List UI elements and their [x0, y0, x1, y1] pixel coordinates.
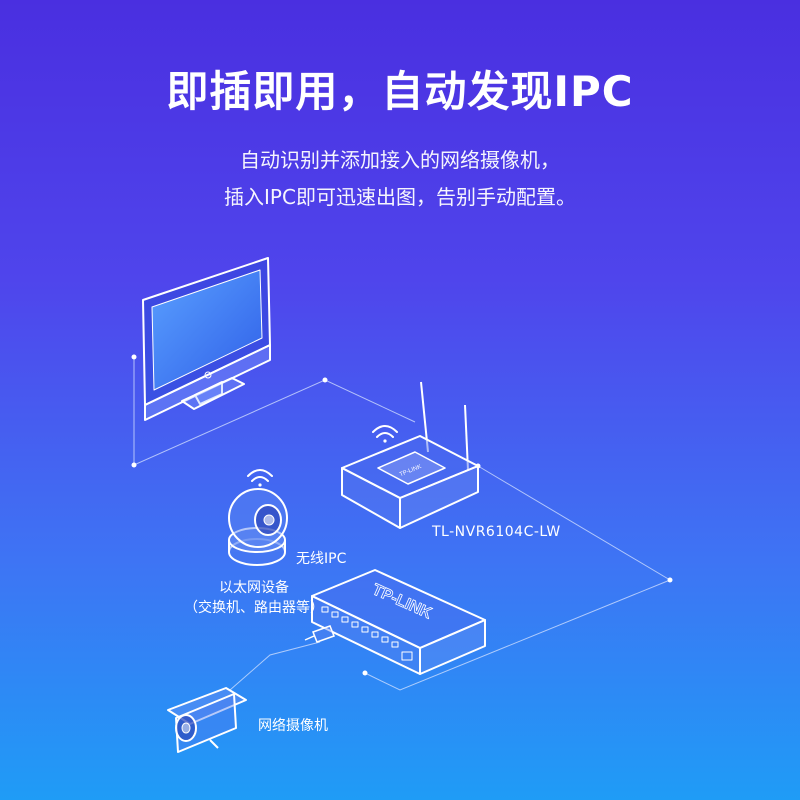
page-title: 即插即用，自动发现IPC — [166, 67, 634, 116]
wireless-ipc-label: 无线IPC — [296, 551, 347, 567]
bullet-camera-icon — [167, 687, 247, 753]
connection-lines — [133, 357, 672, 691]
ethernet-label-line-1: 以太网设备 — [219, 580, 289, 596]
subtitle-line-2: 插入IPC即可迅速出图，告别手动配置。 — [224, 185, 576, 209]
page-subtitle: 自动识别并添加接入的网络摄像机， 插入IPC即可迅速出图，告别手动配置。 — [0, 142, 800, 216]
wifi-icon — [372, 425, 398, 443]
switch-icon: TP-LINK — [311, 569, 486, 675]
nvr-label: TL-NVR6104C-LW — [432, 524, 561, 540]
ethernet-plug-icon — [304, 625, 335, 643]
monitor-icon — [142, 257, 271, 421]
dome-camera-icon — [228, 488, 288, 566]
nvr-icon: TP-LINK — [341, 381, 479, 529]
ethernet-label-line-2: （交换机、路由器等） — [184, 600, 324, 616]
wifi-icon — [247, 469, 273, 487]
bullet-camera-label: 网络摄像机 — [258, 718, 328, 734]
subtitle-line-1: 自动识别并添加接入的网络摄像机， — [240, 148, 560, 172]
ethernet-device-label: 以太网设备 （交换机、路由器等） — [168, 578, 340, 618]
